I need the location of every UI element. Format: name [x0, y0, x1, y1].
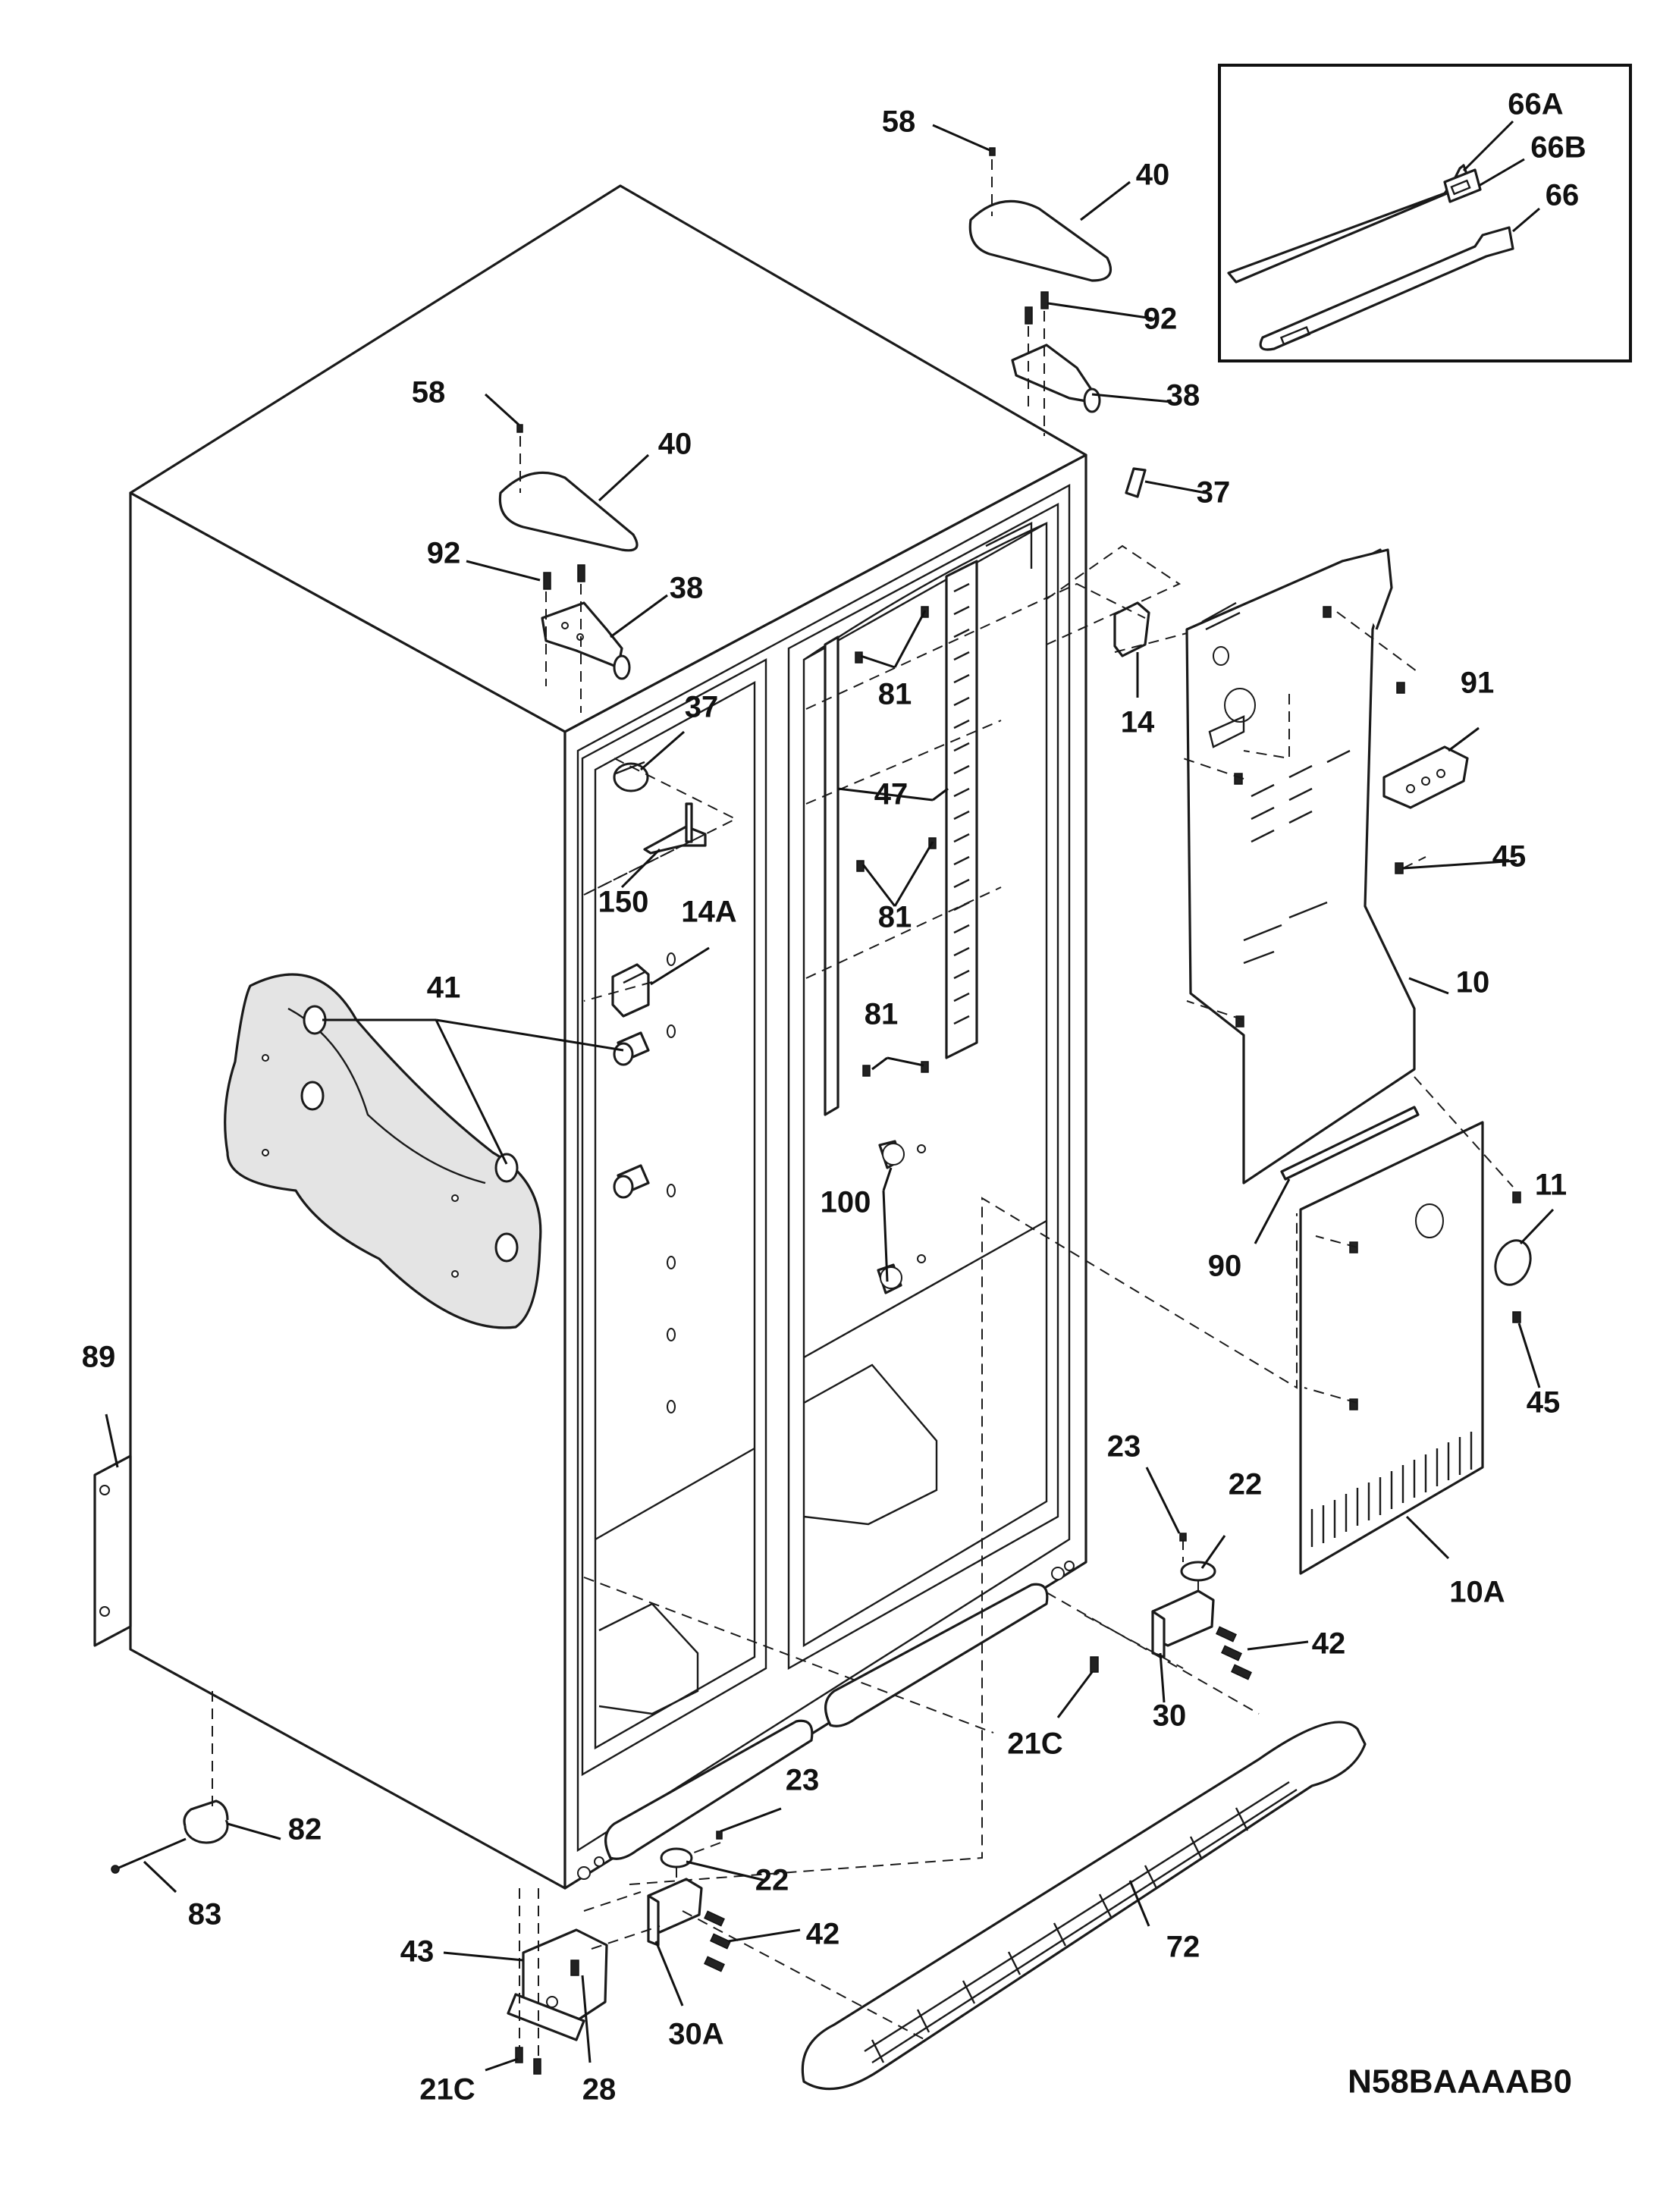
label-40-right: 40 — [1136, 158, 1170, 192]
label-66: 66 — [1546, 179, 1580, 212]
label-23-right: 23 — [1107, 1430, 1141, 1464]
part-90-strip — [1280, 1106, 1420, 1181]
label-43: 43 — [400, 1935, 435, 1969]
label-38-right: 38 — [1166, 379, 1200, 413]
part-66-strap — [1259, 226, 1514, 351]
label-72: 72 — [1166, 1931, 1200, 1964]
part-22-right-bushing — [1179, 1533, 1216, 1582]
part-43-bracket — [507, 1928, 608, 2041]
label-37-frame: 37 — [685, 691, 719, 724]
plug-41a — [303, 1005, 327, 1035]
label-150: 150 — [598, 886, 649, 919]
screws-right-top — [989, 147, 1049, 325]
part-40-right-hinge-cover — [968, 199, 1112, 282]
label-30: 30 — [1153, 1699, 1187, 1733]
callout-labels: 58 40 92 38 58 40 92 38 37 37 14 81 47 8… — [82, 105, 1567, 2107]
label-21c-left: 21C — [419, 2073, 475, 2107]
label-38-left: 38 — [670, 572, 704, 605]
label-21c-right: 21C — [1007, 1727, 1062, 1761]
label-92-left: 92 — [427, 537, 461, 570]
label-10a: 10A — [1449, 1576, 1505, 1609]
part-30-lower-hinge — [1151, 1589, 1215, 1658]
plug-41-frame — [613, 1031, 650, 1199]
part-83-screw — [111, 1837, 187, 1874]
panel-screws — [1234, 606, 1521, 1410]
part-41-insulation — [224, 973, 542, 1329]
part-38-right-hinge — [1011, 344, 1101, 413]
part-40-left-hinge-cover — [498, 471, 639, 552]
label-83: 83 — [188, 1898, 222, 1931]
part-28-screw — [570, 1959, 579, 1976]
label-81-mid: 81 — [878, 901, 912, 934]
label-58-left: 58 — [412, 376, 446, 409]
part-47-rails — [824, 560, 978, 1116]
label-41: 41 — [427, 971, 461, 1005]
label-92-right: 92 — [1144, 303, 1178, 336]
part-38-left-hinge — [541, 601, 631, 680]
part-22-left-bushing — [660, 1831, 723, 1868]
label-14a: 14A — [681, 896, 736, 929]
label-40-left: 40 — [658, 428, 692, 461]
screws-21c-left — [515, 2047, 541, 2075]
screws-42-right — [1216, 1626, 1252, 1680]
part-72-grille — [801, 1721, 1367, 2091]
label-14: 14 — [1121, 706, 1155, 739]
label-82: 82 — [288, 1813, 322, 1846]
inset-panel: 66A 66B 66 — [1218, 64, 1632, 362]
label-81-low: 81 — [865, 998, 899, 1031]
label-30a: 30A — [668, 2018, 723, 2051]
leader-lines — [105, 124, 1555, 2072]
label-45-lower: 45 — [1527, 1386, 1561, 1420]
label-90: 90 — [1208, 1250, 1242, 1283]
label-11: 11 — [1535, 1169, 1567, 1202]
label-89: 89 — [82, 1341, 116, 1374]
label-66a: 66A — [1508, 88, 1563, 121]
part-100-supports — [877, 1140, 926, 1294]
label-42-right: 42 — [1312, 1627, 1346, 1661]
label-37-top: 37 — [1197, 476, 1231, 510]
part-66b-spacer — [1443, 168, 1482, 203]
part-14a-switch — [611, 963, 650, 1018]
label-58-right: 58 — [882, 105, 916, 139]
screws-42-left — [704, 1910, 731, 1972]
part-89-bracket — [93, 1454, 132, 1647]
guide-lines — [212, 544, 1514, 2059]
label-23-left: 23 — [786, 1764, 820, 1797]
part-11-plug — [1494, 1239, 1532, 1286]
screws-left-top — [516, 424, 585, 590]
label-100: 100 — [821, 1186, 871, 1219]
label-47: 47 — [874, 778, 909, 811]
label-66b: 66B — [1530, 131, 1586, 165]
label-91: 91 — [1461, 667, 1495, 700]
label-81-top: 81 — [878, 678, 912, 711]
label-22-right: 22 — [1229, 1468, 1263, 1501]
diagram-code: N58BAAAAB0 — [1348, 2063, 1572, 2101]
label-28: 28 — [582, 2073, 617, 2107]
part-150-support — [643, 802, 707, 855]
label-22-left: 22 — [755, 1864, 789, 1897]
label-42-left: 42 — [806, 1918, 840, 1951]
part-30a-lower-hinge — [647, 1878, 703, 1947]
part-82-leveler — [183, 1799, 229, 1844]
label-45-upper: 45 — [1492, 840, 1527, 874]
label-10: 10 — [1456, 966, 1490, 999]
part-37-cap-top — [1125, 467, 1147, 498]
part-91-terminal — [1382, 745, 1469, 809]
part-10a-lower-panel — [1299, 1121, 1484, 1575]
